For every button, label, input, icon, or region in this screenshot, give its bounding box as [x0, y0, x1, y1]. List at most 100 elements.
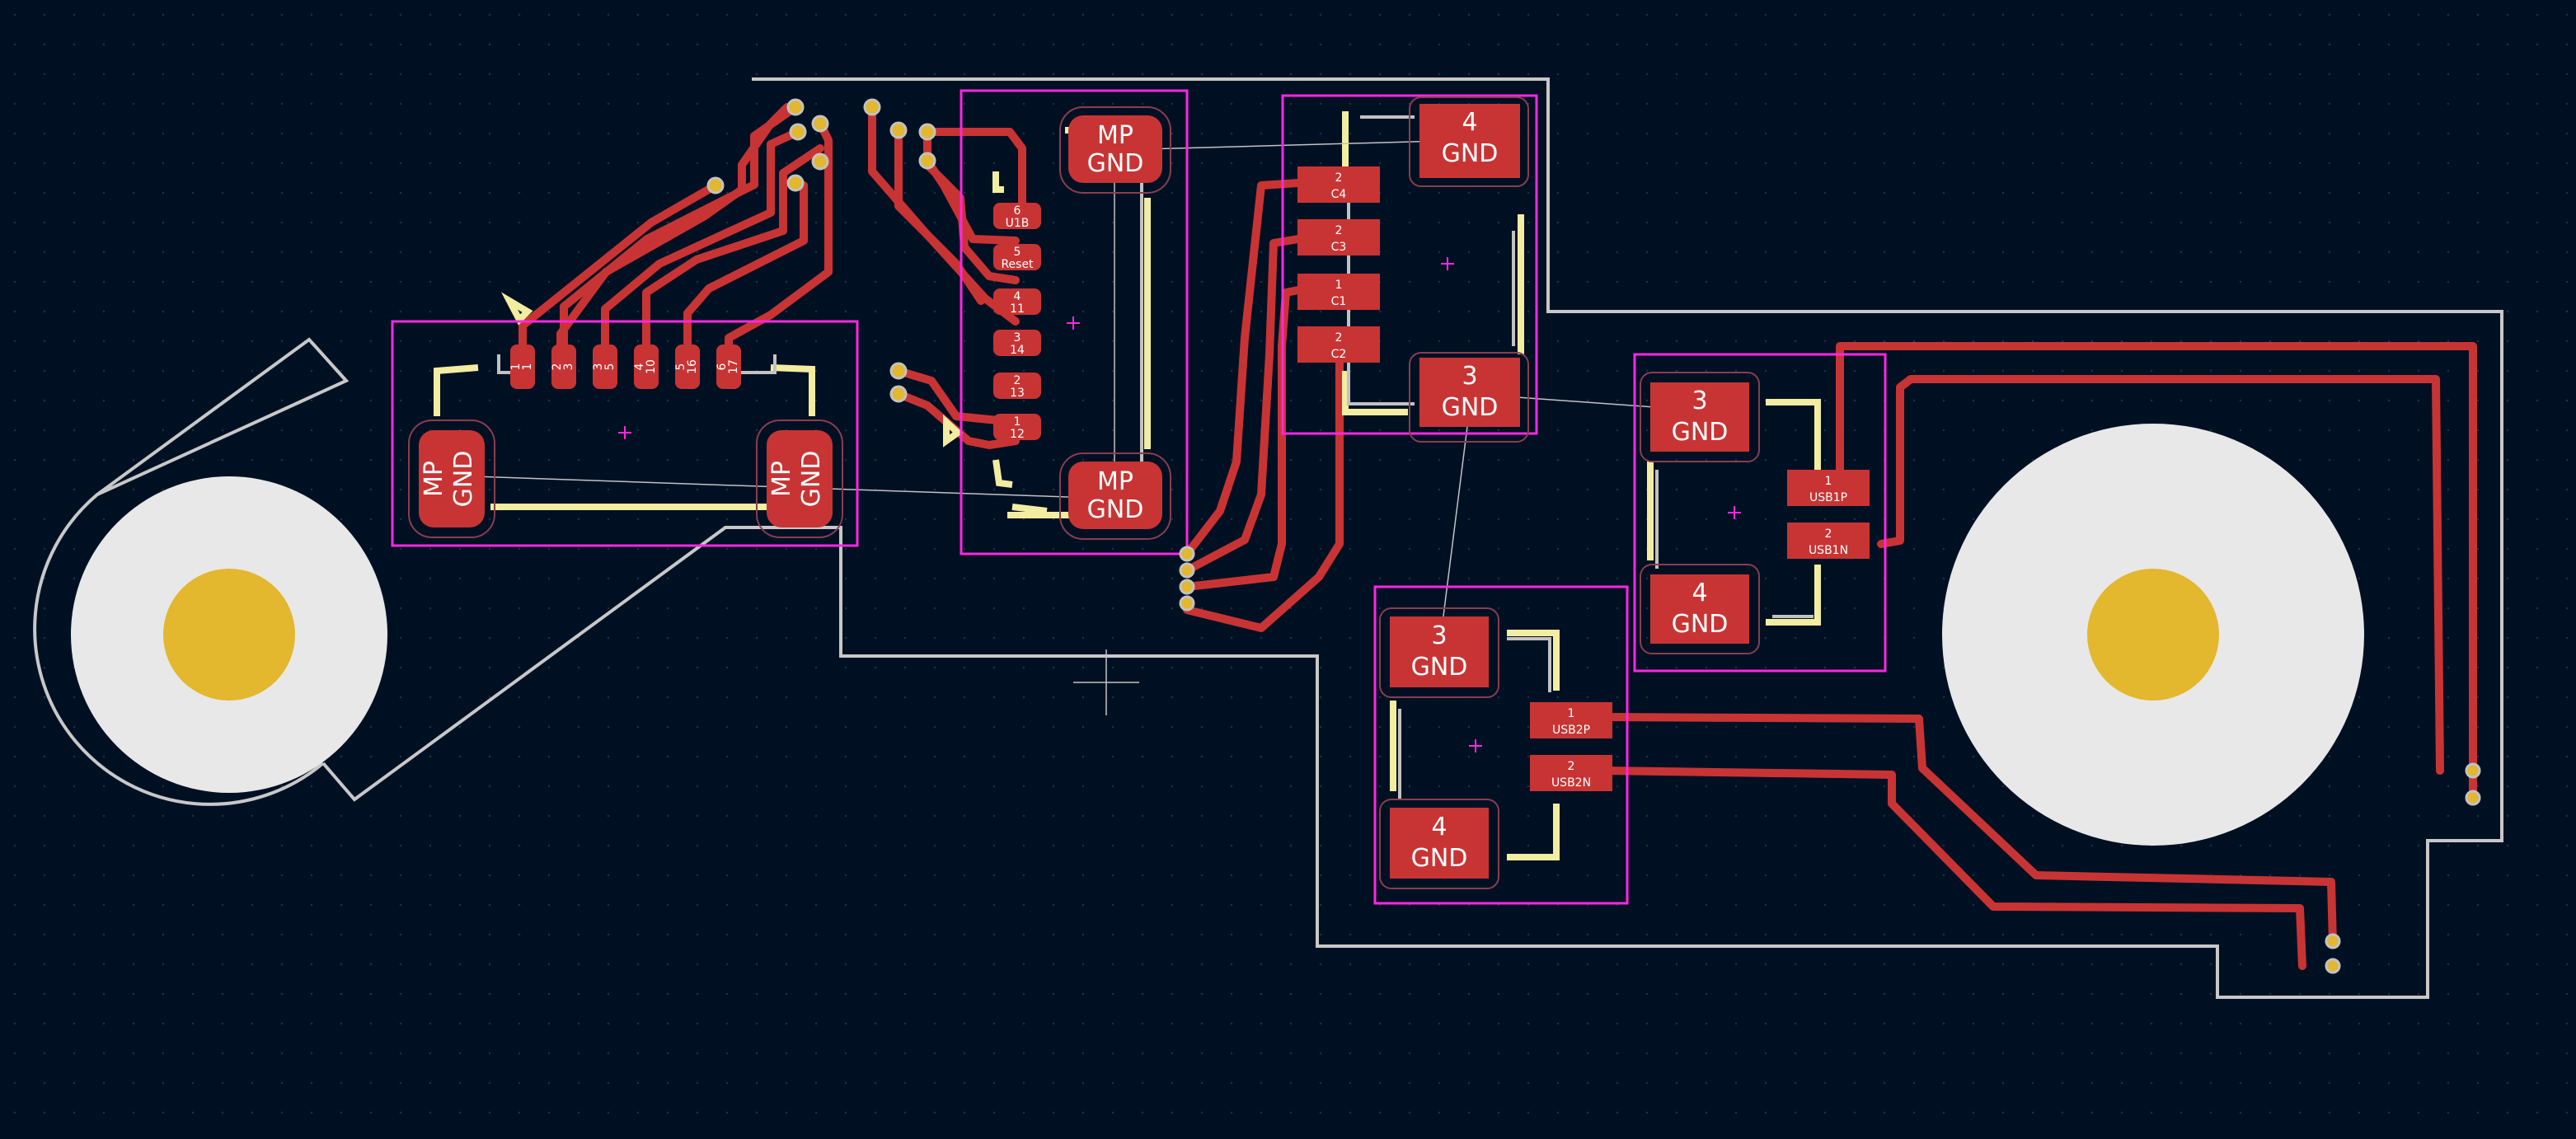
pad-top-line2: GND	[1411, 653, 1468, 682]
connector-mid-pin-1[interactable]: 1 12	[993, 414, 1041, 441]
mp-pad-left[interactable]: MP GND	[419, 430, 485, 527]
cursor-crosshair	[1073, 649, 1139, 715]
pin-net: C2	[1331, 348, 1347, 361]
pin-net: USB2N	[1551, 776, 1591, 790]
pin-net: USB1N	[1809, 544, 1848, 557]
pad-bottom-line2: GND	[1442, 393, 1499, 422]
switch-top-pad-top[interactable]: 4 GND	[1419, 104, 1520, 178]
pad-top-line2: GND	[1442, 139, 1499, 168]
pin-net: U1B	[1006, 217, 1030, 230]
pin-number: 4	[633, 363, 646, 370]
pin-net: 3	[562, 363, 575, 371]
mp-pad-top[interactable]: MP GND	[1068, 115, 1162, 183]
pin-net: 13	[1010, 387, 1025, 400]
mp-pad-bottom-line2: GND	[1087, 495, 1144, 524]
connector-left[interactable]: MP GND MP GND 1 1 2 3 3 5 4 10	[419, 345, 833, 527]
connector-mid[interactable]: MP GND MP GND 6 U1B 5 Reset 4 11 3 14	[993, 115, 1162, 529]
connector-left-pin-4[interactable]: 4 10	[633, 345, 659, 389]
switch-bottom-pin-usb2n[interactable]: 2 USB2N	[1530, 755, 1612, 791]
pin-net: C4	[1331, 188, 1347, 201]
pin-number: 6	[1014, 204, 1021, 218]
switch-top-pin-c1[interactable]: 1 C1	[1297, 274, 1380, 310]
pin-number: 2	[1335, 331, 1343, 345]
pad-bottom-line1: 3	[1462, 362, 1477, 391]
switch-top-pin-c3[interactable]: 2 C3	[1297, 219, 1380, 255]
pin-number: 1	[1014, 415, 1021, 429]
pin-net: USB2P	[1552, 724, 1590, 737]
pad-top-line1: 3	[1431, 621, 1447, 650]
switch-bottom-pin-usb2p[interactable]: 1 USB2P	[1530, 702, 1612, 738]
pin-number: 3	[592, 363, 605, 371]
pin-number: 5	[1014, 246, 1021, 259]
switch-right-pin-usb1n[interactable]: 2 USB1N	[1787, 523, 1870, 559]
mp-pad-right[interactable]: MP GND	[767, 430, 833, 527]
pin-number: 1	[1568, 707, 1575, 720]
pad-bottom-line1: 4	[1431, 813, 1447, 841]
pin-net: 10	[645, 359, 658, 374]
pin-net: C1	[1331, 295, 1347, 308]
fab-lines	[497, 115, 1814, 799]
pin-net: USB1P	[1809, 491, 1847, 504]
pin-number: 4	[1014, 290, 1021, 303]
switch-right-pad-top[interactable]: 3 GND	[1650, 382, 1749, 452]
mp-pad-left-line2: GND	[449, 451, 478, 508]
mp-pad-right-line2: GND	[797, 451, 826, 508]
pin-number: 5	[674, 363, 687, 371]
mp-pad-top-line1: MP	[1097, 121, 1133, 150]
pin-net: 16	[686, 359, 699, 374]
pin-number: 2	[551, 363, 564, 371]
vias	[706, 98, 2481, 974]
switch-top-pad-bottom[interactable]: 3 GND	[1419, 358, 1520, 427]
connector-left-pin-2[interactable]: 2 3	[551, 345, 576, 389]
pin-number: 2	[1335, 171, 1343, 185]
pin-net: 17	[727, 359, 740, 374]
pin-net: 12	[1010, 428, 1025, 441]
switch-bottom[interactable]: 3 GND 4 GND 1 USB2P 2 USB2N	[1390, 616, 1612, 879]
pad-bottom-line2: GND	[1672, 610, 1729, 639]
copper-traces	[518, 103, 2477, 970]
pin-net: 14	[1010, 344, 1025, 357]
switch-top-pin-c2[interactable]: 2 C2	[1297, 326, 1380, 363]
pin-number: 2	[1335, 224, 1343, 237]
switch-top[interactable]: 4 GND 3 GND 2 C4 2 C3 1 C1 2 C2	[1297, 104, 1520, 427]
pad-bottom-line1: 4	[1692, 579, 1707, 607]
switch-right[interactable]: 3 GND 4 GND 1 USB1P 2 USB1N	[1650, 382, 1870, 644]
connector-mid-pin-3[interactable]: 3 14	[993, 330, 1041, 357]
mp-pad-left-line1: MP	[420, 461, 448, 497]
mp-pad-right-line1: MP	[767, 461, 796, 497]
mounting-hole-right	[1942, 424, 2364, 846]
mp-pad-bottom[interactable]: MP GND	[1068, 462, 1162, 529]
pin-number: 1	[509, 363, 523, 371]
pin-net: 11	[1010, 302, 1025, 316]
pad-top-line1: 3	[1692, 387, 1707, 415]
connector-mid-pin-4[interactable]: 4 11	[993, 288, 1041, 316]
pin-number: 2	[1568, 760, 1575, 773]
switch-bottom-pad-bottom[interactable]: 4 GND	[1390, 808, 1489, 879]
pin-number: 1	[1335, 279, 1343, 292]
switch-right-pad-bottom[interactable]: 4 GND	[1650, 574, 1749, 644]
switch-top-pin-c4[interactable]: 2 C4	[1297, 166, 1380, 203]
pin-net: C3	[1331, 241, 1347, 254]
mp-pad-top-line2: GND	[1087, 149, 1144, 178]
connector-left-pin-1[interactable]: 1 1	[509, 345, 535, 389]
pad-top-line2: GND	[1672, 418, 1729, 447]
mounting-hole-left	[71, 476, 387, 793]
switch-right-pin-usb1p[interactable]: 1 USB1P	[1787, 470, 1870, 506]
footprint-anchors	[618, 257, 1741, 752]
connector-mid-pin-2[interactable]: 2 13	[993, 373, 1041, 400]
connector-left-pin-6[interactable]: 6 17	[716, 345, 741, 389]
pin-net: 5	[603, 363, 617, 371]
mp-pad-bottom-line1: MP	[1097, 467, 1133, 496]
switch-bottom-pad-top[interactable]: 3 GND	[1390, 616, 1489, 687]
pin-number: 6	[716, 363, 729, 370]
connector-left-pin-5[interactable]: 5 16	[674, 345, 700, 389]
pad-bottom-line2: GND	[1411, 844, 1468, 873]
pin-number: 2	[1825, 527, 1832, 541]
pin-net: 1	[521, 363, 534, 371]
pad-top-line1: 4	[1462, 108, 1477, 137]
connector-mid-pin-6[interactable]: 6 U1B	[993, 203, 1041, 230]
connector-mid-pin-5[interactable]: 5 Reset	[993, 244, 1041, 271]
pin-number: 3	[1014, 331, 1021, 345]
connector-left-pin-3[interactable]: 3 5	[592, 345, 617, 389]
